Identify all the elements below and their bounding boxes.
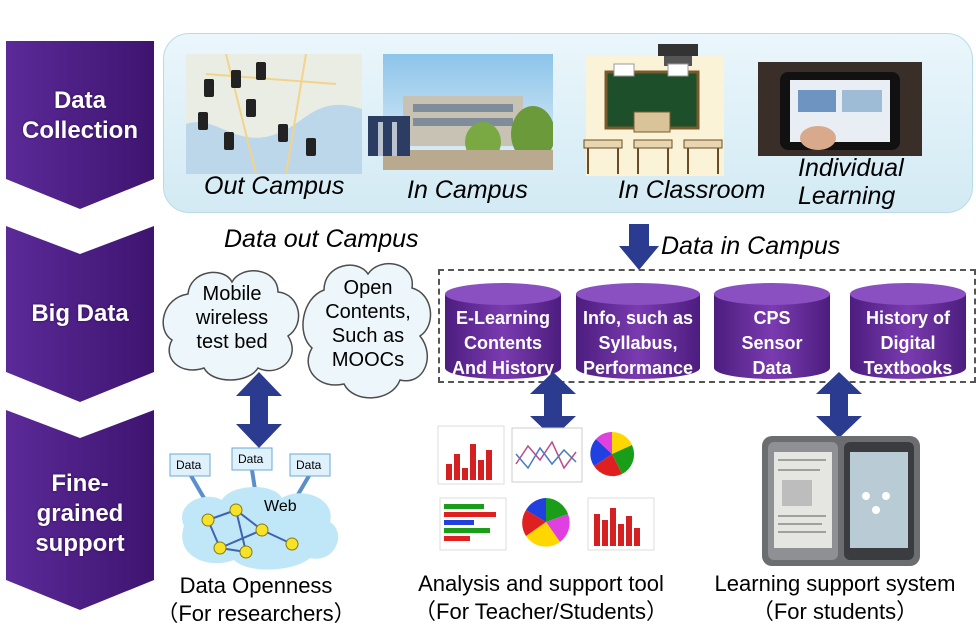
cylinder-label: CPS Sensor Data [741,308,803,378]
double-arrow-icon [530,372,576,438]
caption-subtitle: （For students） [751,599,919,624]
caption-subtitle: （For Teacher/Students） [414,599,668,624]
stage-label: Data Collection [21,87,138,144]
cylinder-textbooks: History of Digital Textbooks [848,282,968,380]
analysis-tool-caption: Analysis and support tool （For Teacher/S… [396,570,686,626]
cylinder-elearning: E-Learning Contents And History [443,282,563,380]
cylinder-cps: CPS Sensor Data [712,282,832,380]
stage-big-data: Big Data [6,226,154,402]
learning-system-caption: Learning support system （For students） [700,570,970,626]
individual-learning-label: Individual Learning [798,154,904,210]
cloud-label: Open Contents, Such as MOOCs [325,277,411,371]
double-arrow-icon [236,372,282,448]
caption-title: Data Openness [179,573,333,598]
double-arrow-icon [816,372,862,438]
data-box-label: Data [296,458,322,472]
cylinder-label: Info, such as Syllabus, Performance [582,308,694,378]
campus-map-image [186,54,362,174]
campus-photo [383,54,553,170]
stage-label: Big Data [31,300,129,327]
data-in-campus-title: Data in Campus [661,232,841,260]
caption-title: Learning support system [714,571,956,596]
caption-title: Analysis and support tool [418,571,664,596]
cloud-open-contents: Open Contents, Such as MOOCs [300,256,436,402]
cloud-label: Mobile wireless test bed [195,283,269,353]
tablet-photo [758,62,922,156]
chevron-shape [6,41,154,209]
stage-label: Fine- grained support [35,470,125,557]
web-label: Web [264,498,297,515]
web-data-illustration: Data Data Data Web [164,440,350,576]
tower-photo [368,116,410,156]
data-openness-caption: Data Openness （For researchers） [148,572,364,628]
classroom-illustration [578,44,726,178]
stage-fine-grained-support: Fine- grained support [6,410,154,610]
analysis-charts-illustration [436,424,656,554]
caption-subtitle: （For researchers） [156,601,356,626]
in-classroom-label: In Classroom [618,176,766,204]
out-campus-label: Out Campus [204,172,345,200]
cylinder-info: Info, such as Syllabus, Performance [574,282,702,380]
in-campus-label: In Campus [407,176,528,204]
stage-data-collection: Data Collection [6,41,154,209]
digital-textbook-device-image [762,436,920,566]
cylinder-label: History of Digital Textbooks [863,308,953,378]
cylinder-label: E-Learning Contents And History [451,308,554,378]
down-arrow-icon [619,224,659,270]
data-out-campus-title: Data out Campus [224,225,419,253]
cloud-mobile-testbed: Mobile wireless test bed [160,264,304,382]
in-campus-data-box [438,269,976,383]
chevron-shape [6,410,154,610]
chevron-shape [6,226,154,402]
data-box-label: Data [238,452,264,466]
data-box-label: Data [176,458,202,472]
